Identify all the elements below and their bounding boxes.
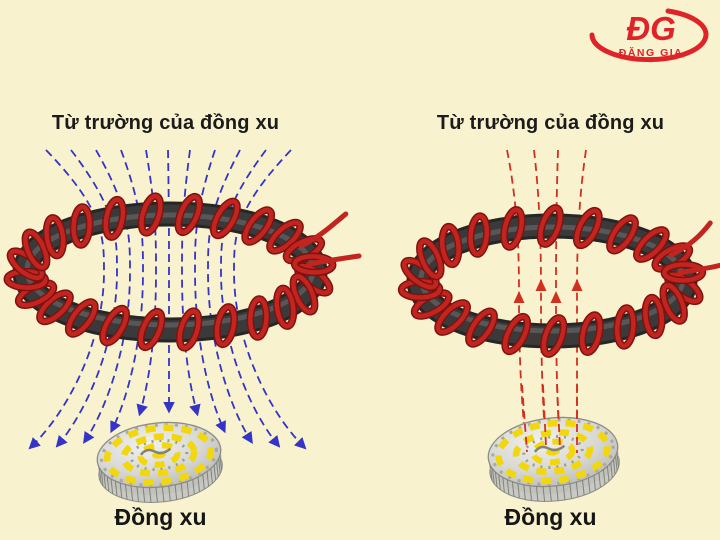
left-panel-title: Từ trường của đồng xu — [51, 112, 280, 134]
field-line — [207, 149, 253, 444]
eddy-current-ring — [137, 442, 181, 468]
toroid-coil — [397, 204, 720, 358]
up-arrowhead-icon — [550, 291, 562, 303]
logo-swoosh-icon — [589, 8, 709, 63]
eddy-current-ring — [103, 424, 215, 486]
left-coil-diagram — [3, 149, 362, 503]
logo-monogram: ĐG — [626, 10, 676, 47]
up-arrowhead-icon — [535, 279, 547, 291]
left-coin-label: Đồng xu — [114, 504, 207, 530]
toroid-coil — [3, 192, 362, 352]
field-line — [55, 149, 118, 448]
field-line — [181, 149, 201, 417]
up-arrowhead-icon — [513, 291, 525, 303]
coil-lead-wires — [668, 220, 720, 276]
field-line — [83, 149, 131, 444]
field-line — [136, 149, 157, 417]
coin — [487, 416, 620, 502]
field-line — [576, 149, 587, 453]
up-arrowhead-icon — [571, 279, 583, 291]
right-panel-title: Từ trường của đồng xu — [436, 112, 665, 134]
coil-lead-wires — [298, 211, 362, 267]
brand-logo: ĐG ĐẶNG GIA — [589, 8, 709, 63]
coin — [96, 421, 223, 503]
logo-name: ĐẶNG GIA — [619, 46, 684, 59]
right-coil-diagram — [397, 149, 720, 502]
eddy-current-ring — [512, 429, 594, 475]
field-line — [110, 149, 144, 434]
right-coin-label: Đồng xu — [504, 504, 597, 530]
eddy-current-ring — [120, 433, 198, 477]
field-line — [163, 149, 175, 414]
field-line — [194, 149, 226, 434]
eddy-current-ring — [530, 438, 576, 466]
eddy-current-ring — [495, 419, 611, 485]
